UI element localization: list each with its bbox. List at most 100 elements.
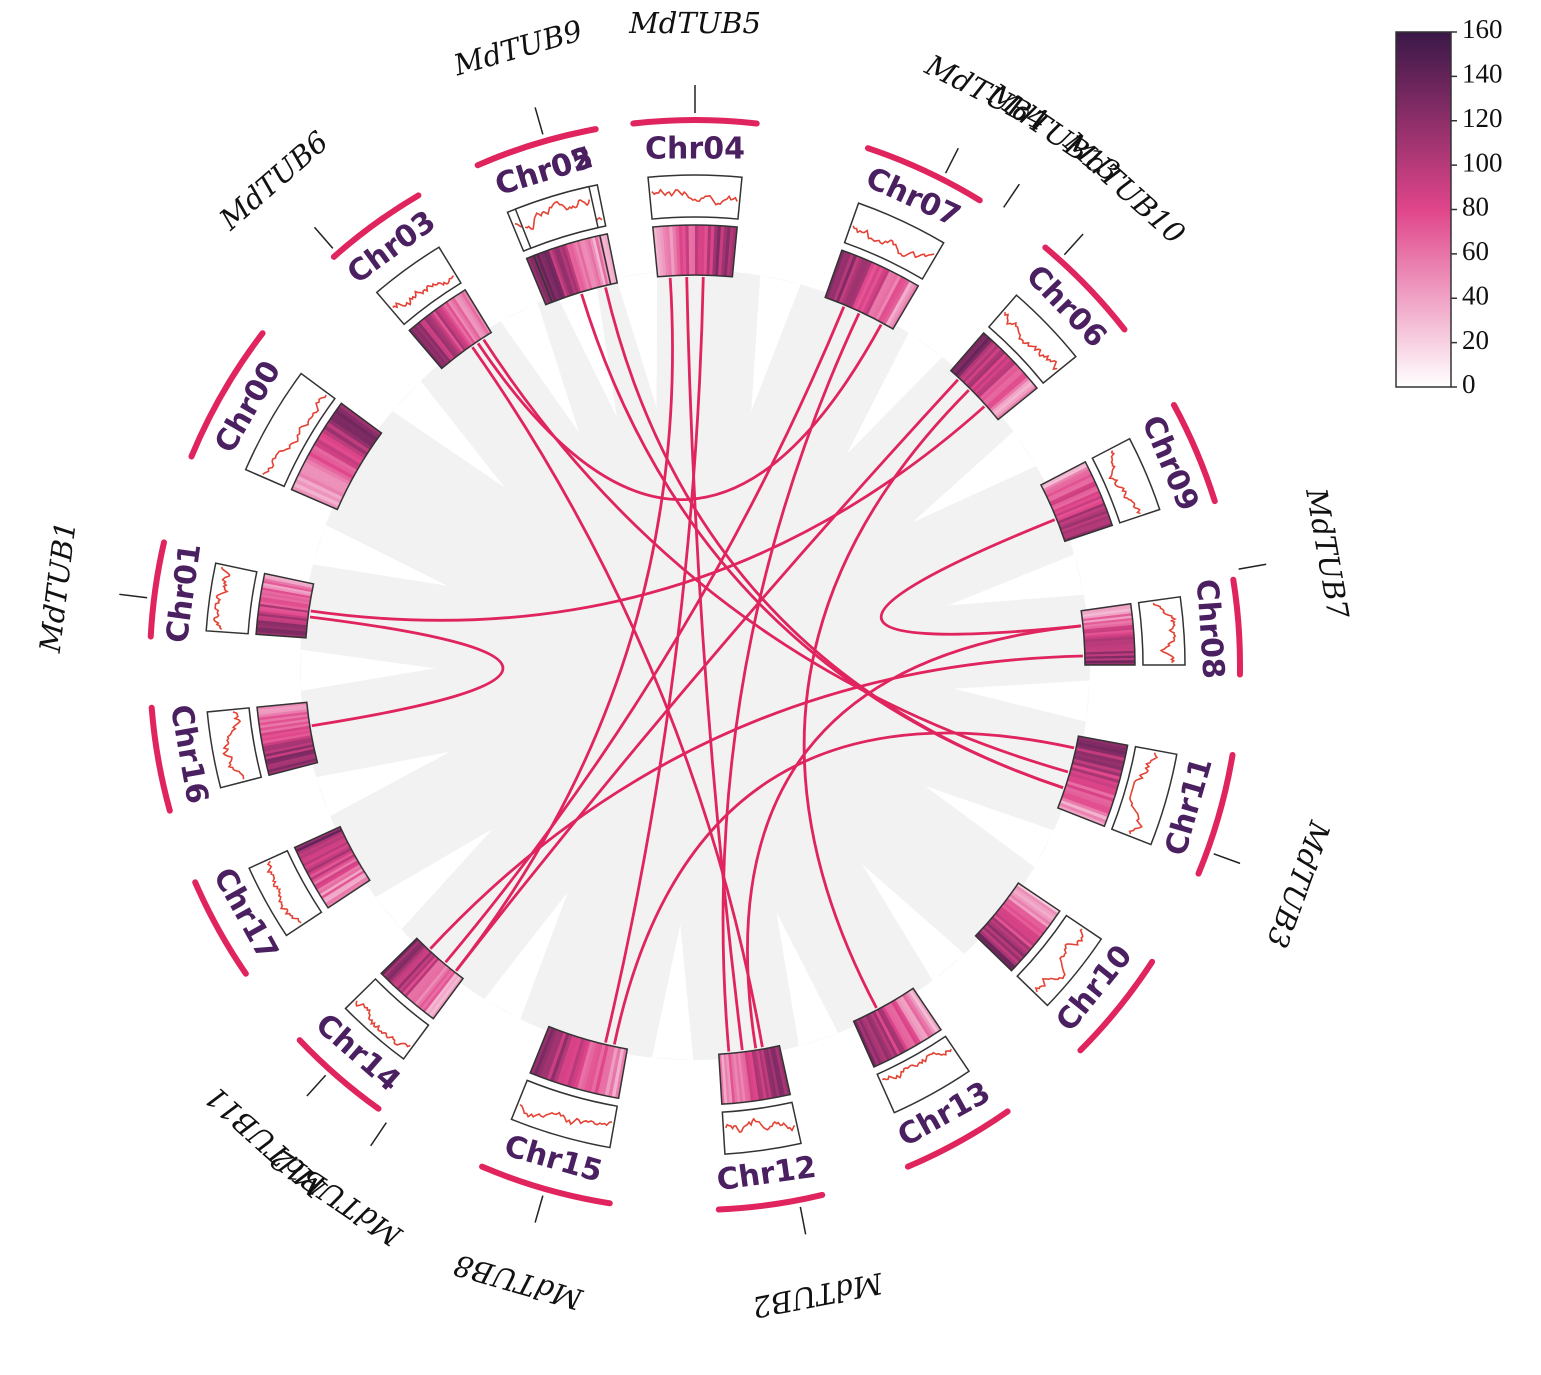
density-cell (313, 859, 359, 888)
density-cell (746, 1051, 757, 1102)
density-cell (890, 1000, 919, 1046)
density-cell (260, 591, 311, 603)
density-cell (970, 353, 1008, 391)
density-cell (986, 372, 1026, 408)
density-cell (652, 226, 661, 277)
density-cell (1062, 791, 1112, 812)
synteny-link (604, 277, 705, 1043)
density-cell (1002, 902, 1045, 936)
density-cell (975, 934, 1014, 971)
line-track-frame (205, 562, 258, 635)
density-cell (1082, 615, 1133, 624)
density-cell (426, 974, 460, 1016)
density-cell (732, 1052, 741, 1103)
density-cell (872, 1011, 898, 1057)
density-cell (897, 996, 927, 1042)
chromosome-chr04: Chr04 (630, 117, 760, 278)
density-cell (416, 966, 450, 1008)
density-cell (262, 734, 312, 747)
density-cell (380, 938, 419, 976)
gene-label-mdtub2: MdTUB2 (750, 1266, 887, 1325)
density-cell (1060, 512, 1109, 533)
density-cell (566, 1038, 585, 1087)
gene-tick (370, 1122, 387, 1147)
density-cell (978, 930, 1018, 967)
density-cell (987, 920, 1028, 956)
density-cell (1081, 606, 1132, 616)
chromosome-arc (147, 539, 167, 640)
density-cell (1059, 799, 1108, 821)
density-cell (581, 239, 598, 289)
chromosome-label: Chr01 (160, 541, 209, 645)
density-cell (1075, 747, 1126, 762)
gap-wedge (392, 380, 505, 488)
density-cell (706, 225, 712, 276)
legend-tick-label: 120 (1462, 103, 1503, 133)
density-cell (1083, 631, 1134, 639)
density-cell (1074, 750, 1125, 765)
density-cell (382, 939, 421, 978)
density-cell (261, 589, 311, 601)
density-cell (536, 1028, 558, 1077)
synteny-link (604, 287, 1064, 790)
density-cell (264, 743, 314, 758)
density-track-frame (293, 825, 371, 909)
legend-tick-label: 60 (1462, 236, 1489, 266)
synteny-link (444, 306, 846, 964)
density-cell (259, 723, 310, 734)
density-cell (851, 262, 876, 310)
density-cell (977, 361, 1016, 399)
density-cell (753, 1050, 765, 1101)
gene-tick (119, 593, 148, 599)
legend-tick-label: 80 (1462, 192, 1489, 222)
density-cell (294, 478, 342, 504)
density-cell (303, 843, 350, 869)
density-cell (1040, 461, 1087, 488)
gene-density-line (262, 394, 327, 475)
density-cell (872, 273, 899, 320)
density-cell (296, 475, 344, 501)
density-cell (825, 250, 846, 299)
density-cell (767, 1047, 780, 1098)
synteny-link (880, 518, 1082, 636)
density-cell (558, 245, 577, 295)
synteny-link (476, 323, 883, 501)
density-cell (584, 238, 600, 288)
density-cell (259, 601, 310, 611)
background-wedges (300, 270, 1090, 1060)
density-cell (739, 1052, 749, 1103)
synteny-link (455, 378, 959, 972)
gene-tick (1003, 183, 1020, 208)
gap-wedge (846, 332, 943, 454)
density-cell (301, 464, 348, 491)
density-track-frame (255, 572, 315, 639)
density-cell (576, 240, 593, 290)
density-cell (984, 924, 1024, 961)
density-cell (418, 968, 452, 1009)
gene-density-line (881, 1048, 952, 1081)
gap-wedge (776, 911, 839, 1047)
density-cell (1082, 613, 1133, 622)
density-cell (332, 412, 376, 445)
gap-wedge (751, 275, 801, 412)
density-cell (991, 916, 1032, 952)
gene-label-mdtub5: MdTUB5 (628, 6, 761, 40)
density-cell (308, 851, 354, 879)
density-cell (874, 1009, 901, 1056)
density-cell (291, 485, 339, 510)
density-cell (833, 253, 855, 302)
density-cell (321, 428, 367, 459)
density-cell (424, 972, 458, 1014)
density-cell (1073, 755, 1123, 771)
density-cell (1050, 483, 1097, 507)
density-cell (302, 461, 350, 488)
density-cell (309, 853, 356, 881)
gene-density-line (519, 1103, 613, 1127)
density-cell (910, 988, 942, 1032)
gap-wedge (651, 924, 694, 1060)
density-cell (886, 1003, 914, 1049)
density-cell (1055, 497, 1104, 520)
gene-label-mdtub1: MdTUB1 (33, 519, 83, 655)
density-cell (1010, 891, 1054, 924)
density-cell (857, 264, 882, 312)
